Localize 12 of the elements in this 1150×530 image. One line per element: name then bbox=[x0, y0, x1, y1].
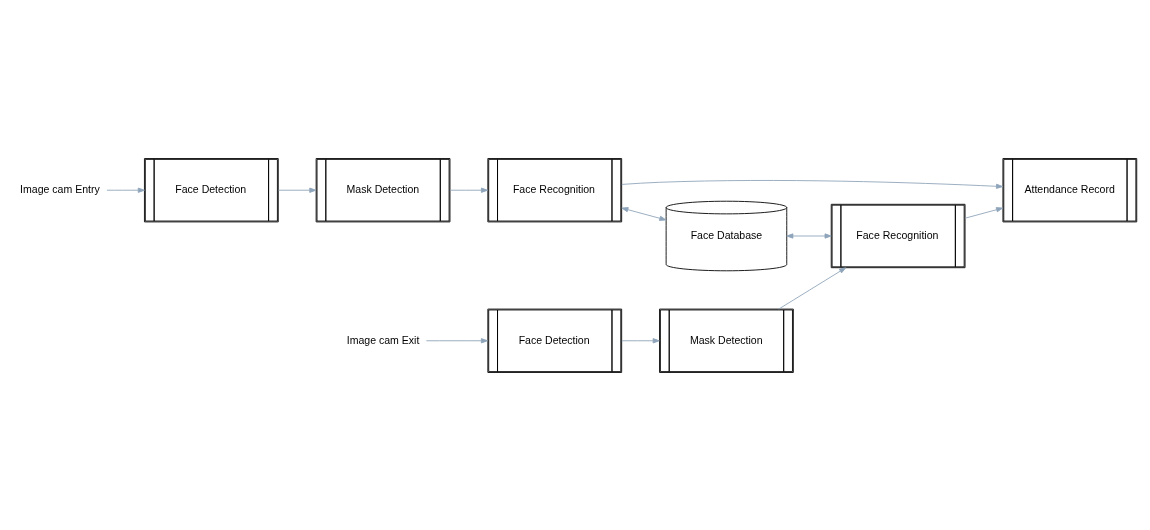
arrow bbox=[106, 187, 145, 193]
arrow bbox=[449, 187, 489, 193]
arrow bbox=[425, 337, 488, 343]
node-text: Image cam Entry bbox=[20, 182, 100, 195]
arrow bbox=[778, 266, 847, 309]
arrow bbox=[621, 337, 660, 343]
arrow bbox=[964, 206, 1004, 219]
arrow bbox=[621, 179, 1004, 189]
node-text: Image cam Exit bbox=[346, 333, 420, 346]
arrow bbox=[786, 232, 832, 239]
arrow bbox=[278, 187, 317, 193]
arrow bbox=[621, 206, 667, 221]
